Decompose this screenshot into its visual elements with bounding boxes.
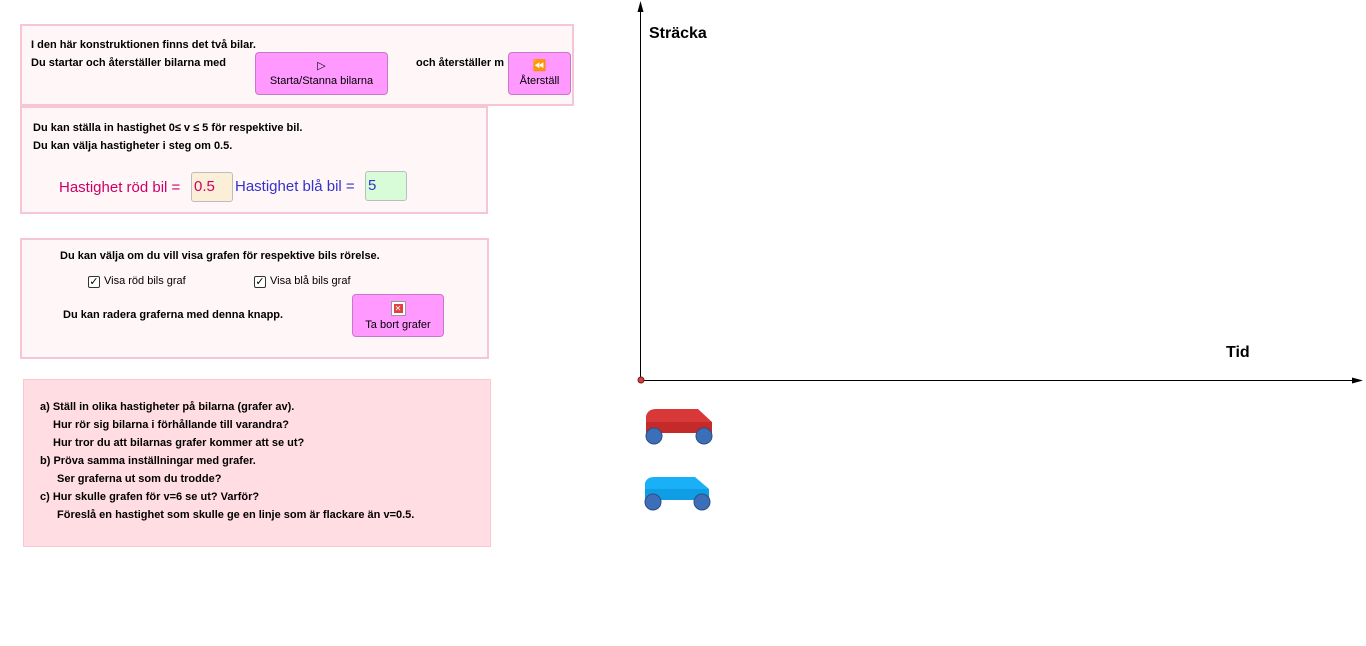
start-reset-text: Du startar och återställer bilarna med — [31, 57, 227, 69]
intro-text: I den här konstruktionen finns det två b… — [31, 39, 256, 51]
blue-speed-label: Hastighet blå bil = — [235, 178, 355, 195]
question-a-sub1: Hur rör sig bilarna i förhållande till v… — [53, 419, 289, 431]
delete-graphs-label: Ta bort grafer — [365, 318, 431, 331]
y-axis-arrow — [637, 1, 644, 12]
rewind-icon: ⏪ — [532, 60, 547, 72]
red-speed-label: Hastighet röd bil = — [59, 179, 181, 196]
question-a-sub2: Hur tror du att bilarnas grafer kommer a… — [53, 437, 305, 449]
reset-button[interactable]: ⏪ Återställ — [508, 52, 571, 95]
reset-label: Återställ — [519, 75, 560, 87]
show-red-graph-label: Visa röd bils graf — [104, 275, 186, 287]
questions-panel: a) Ställ in olika hastigheter på bilarna… — [23, 379, 491, 547]
speed-step-text: Du kan välja hastigheter i steg om 0.5. — [33, 140, 233, 152]
y-axis-label: Sträcka — [649, 25, 707, 42]
origin-point[interactable] — [637, 376, 645, 384]
speed-panel: Du kan ställa in hastighet 0≤ v ≤ 5 för … — [20, 106, 488, 214]
blue-car[interactable] — [644, 477, 711, 511]
question-c: c) Hur skulle grafen för v=6 se ut? Varf… — [40, 491, 260, 503]
show-blue-graph-checkbox[interactable]: ✓ — [254, 276, 266, 288]
red-speed-input[interactable]: 0.5 — [191, 172, 233, 202]
question-c-sub1: Föreslå en hastighet som skulle ge en li… — [57, 509, 415, 521]
question-b-sub1: Ser graferna ut som du trodde? — [57, 473, 222, 485]
x-axis-label: Tid — [1226, 344, 1250, 361]
graph-options-text: Du kan välja om du vill visa grafen för … — [60, 250, 380, 262]
delete-graphs-text: Du kan radera graferna med denna knapp. — [63, 309, 284, 321]
start-stop-button[interactable]: ▷ Starta/Stanna bilarna — [255, 52, 388, 95]
question-b: b) Pröva samma inställningar med grafer. — [40, 455, 256, 467]
blue-speed-input[interactable]: 5 — [365, 171, 407, 201]
start-reset-panel: I den här konstruktionen finns det två b… — [20, 24, 574, 106]
play-icon: ▷ — [317, 60, 326, 72]
reset-text: och återställer m — [416, 57, 505, 69]
speed-range-text: Du kan ställa in hastighet 0≤ v ≤ 5 för … — [33, 122, 303, 134]
distance-time-graph — [637, 1, 1363, 511]
delete-graph-icon: ✕ — [390, 300, 406, 316]
delete-graphs-button[interactable]: ✕ Ta bort grafer — [352, 294, 444, 337]
show-red-graph-checkbox[interactable]: ✓ — [88, 276, 100, 288]
show-blue-graph-label: Visa blå bils graf — [270, 275, 351, 287]
red-car[interactable] — [645, 409, 713, 445]
x-axis-arrow — [1352, 377, 1363, 384]
start-stop-label: Starta/Stanna bilarna — [269, 75, 374, 87]
question-a: a) Ställ in olika hastigheter på bilarna… — [40, 401, 295, 413]
graph-options-panel: Du kan välja om du vill visa grafen för … — [20, 238, 489, 359]
